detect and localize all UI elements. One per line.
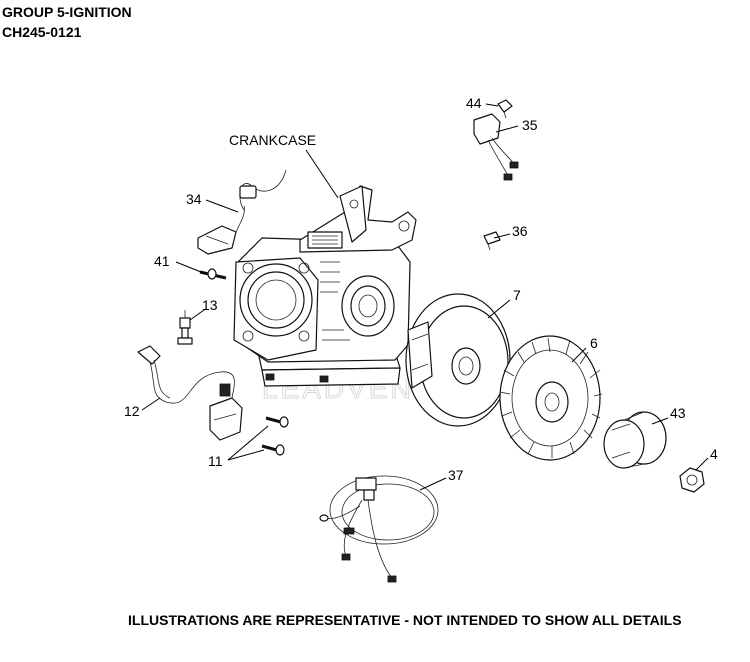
part-36-drawing xyxy=(483,231,501,251)
callout-12: 12 xyxy=(124,403,140,419)
part-35-drawing xyxy=(473,113,519,181)
leader-lines xyxy=(141,103,709,491)
callout-7: 7 xyxy=(513,287,521,303)
callout-41: 41 xyxy=(154,253,170,269)
part-41-drawing xyxy=(199,268,227,280)
part-37-drawing xyxy=(319,475,439,583)
part-11-drawing xyxy=(261,416,289,456)
part-34-drawing xyxy=(197,169,287,255)
diagram-code: CH245-0121 xyxy=(2,24,82,40)
part-43-drawing xyxy=(603,411,667,469)
callout-4: 4 xyxy=(710,446,718,462)
part-7-drawing xyxy=(405,293,511,427)
disclaimer-note: ILLUSTRATIONS ARE REPRESENTATIVE - NOT I… xyxy=(128,612,682,628)
callout-34: 34 xyxy=(186,191,202,207)
callout-crankcase: CRANKCASE xyxy=(229,132,316,148)
callout-36: 36 xyxy=(512,223,528,239)
diagram-title: GROUP 5-IGNITION xyxy=(2,4,132,20)
part-12-drawing xyxy=(137,345,243,441)
callout-35: 35 xyxy=(522,117,538,133)
callout-44: 44 xyxy=(466,95,482,111)
crankcase-drawing xyxy=(233,185,417,387)
callout-43: 43 xyxy=(670,405,686,421)
part-4-drawing xyxy=(679,467,705,493)
part-6-drawing xyxy=(499,335,603,461)
part-13-drawing xyxy=(177,310,193,345)
callout-13: 13 xyxy=(202,297,218,313)
part-44-drawing xyxy=(497,99,513,119)
callout-6: 6 xyxy=(590,335,598,351)
callout-37: 37 xyxy=(448,467,464,483)
callout-11: 11 xyxy=(208,453,223,469)
